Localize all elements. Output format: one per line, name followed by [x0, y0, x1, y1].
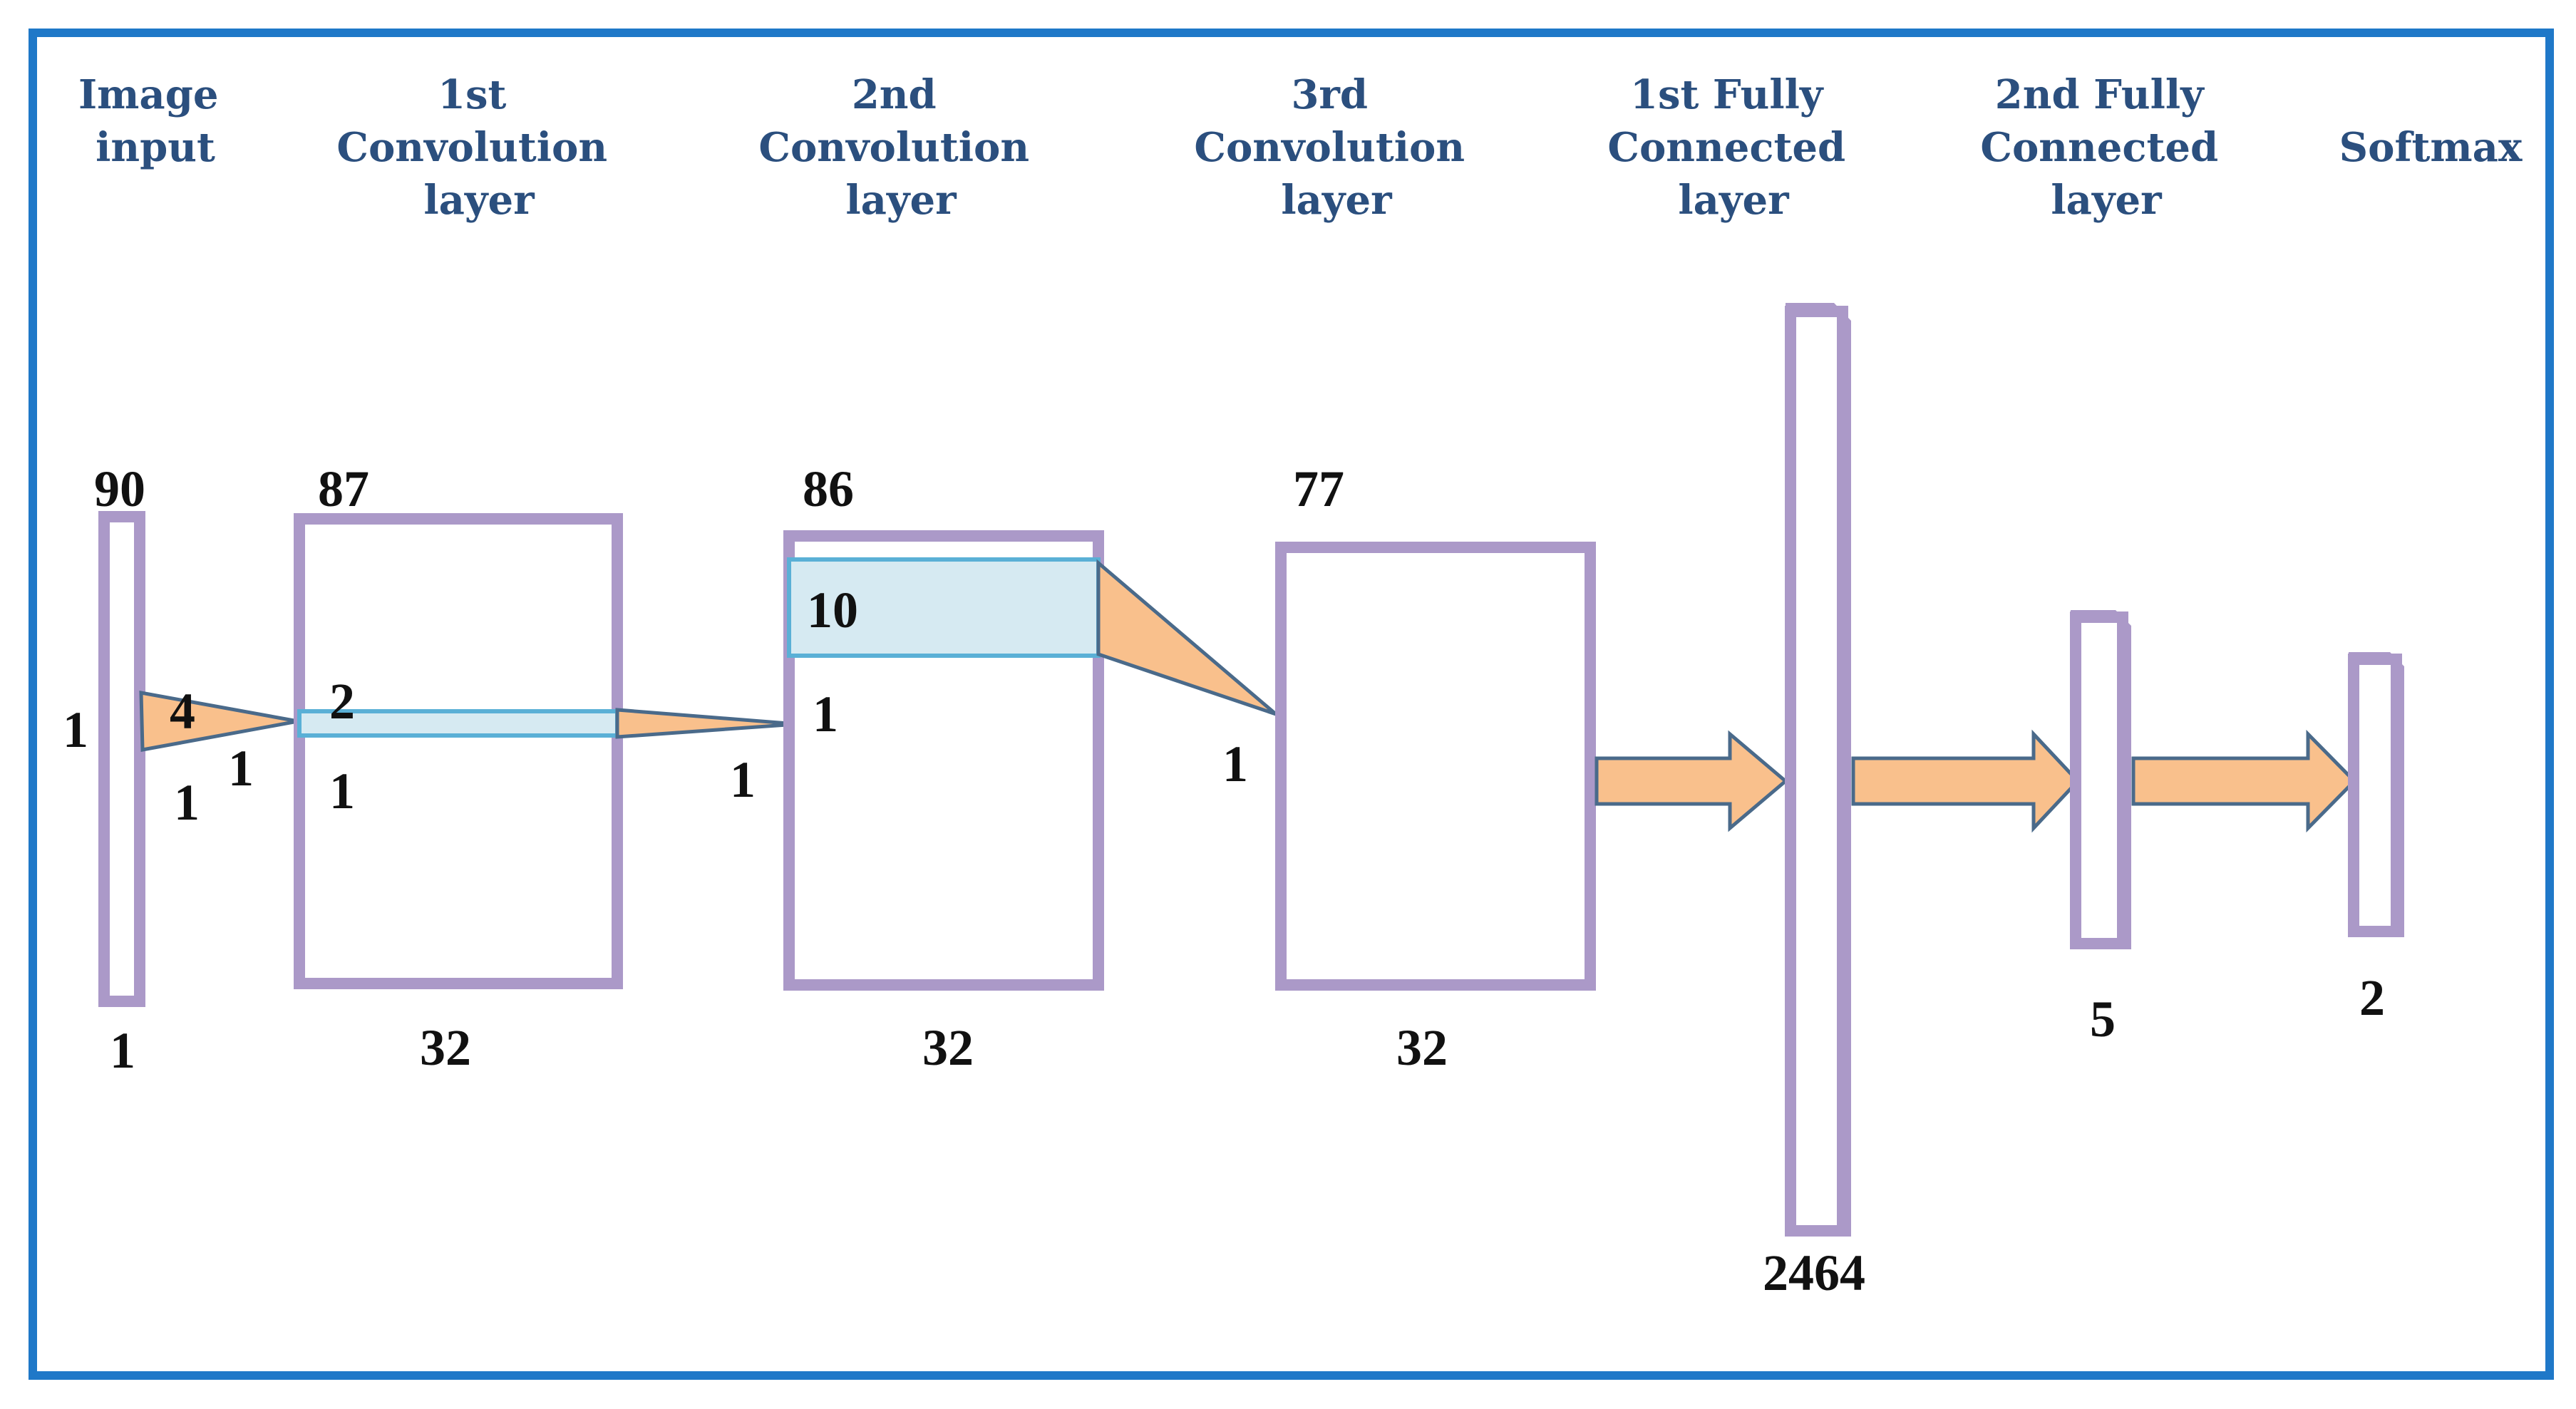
- conv3-height-label: 77: [1293, 460, 1344, 517]
- arrow-fc1-to-fc2: [1851, 729, 2081, 833]
- kernel1-height-label: 4: [170, 683, 195, 740]
- fc2-bar: [2070, 611, 2128, 949]
- input-left-label: 1: [63, 701, 88, 758]
- kernel2-width-label: 1: [730, 751, 756, 808]
- conv3-block: [1275, 542, 1596, 991]
- header-softmax: Softmax: [2339, 124, 2523, 171]
- conv1-depth-label: 32: [420, 1019, 471, 1076]
- kernel1-width-b-label: 1: [228, 740, 254, 797]
- kernel-2-triangle: [615, 708, 798, 739]
- kernel-3-triangle: [1096, 559, 1277, 716]
- conv1-block: [294, 513, 623, 989]
- outer-frame: [29, 29, 2554, 1380]
- fc2-size-label: 5: [2090, 991, 2116, 1048]
- input-bottom-label: 1: [110, 1022, 135, 1079]
- conv2-depth-label: 32: [922, 1019, 974, 1076]
- kernel1-width-a-label: 1: [174, 774, 200, 831]
- softmax-size-label: 2: [2359, 969, 2385, 1026]
- header-image-input: Image input: [78, 71, 232, 171]
- conv1-kernel-width-label: 1: [329, 763, 355, 820]
- header-fc1: 1st Fully Connected layer: [1607, 71, 1859, 224]
- header-conv2: 2nd Convolution layer: [758, 71, 1043, 224]
- fc1-size-label: 2464: [1763, 1244, 1865, 1301]
- conv1-kernel-height-label: 2: [329, 673, 355, 730]
- fc1-bar: [1785, 306, 1848, 1237]
- conv2-height-label: 86: [803, 460, 854, 517]
- conv2-kernel-width-label: 1: [813, 686, 838, 743]
- input-layer-bar: [98, 511, 145, 1007]
- kernel3-width-label: 1: [1222, 736, 1248, 793]
- conv2-kernel-height-label: 10: [807, 582, 858, 639]
- softmax-bar: [2348, 654, 2402, 937]
- input-height-label: 90: [94, 460, 145, 517]
- conv1-highlight-strip: [297, 709, 619, 738]
- arrow-conv3-to-fc1: [1594, 730, 1788, 832]
- header-conv3: 3rd Convolution layer: [1194, 71, 1478, 224]
- conv3-depth-label: 32: [1396, 1019, 1448, 1076]
- header-fc2: 2nd Fully Connected layer: [1980, 71, 2232, 224]
- conv1-height-label: 87: [318, 460, 369, 517]
- arrow-fc2-to-softmax: [2131, 729, 2357, 833]
- header-conv1: 1st Convolution layer: [336, 71, 621, 224]
- kernel-1-triangle: [139, 690, 299, 752]
